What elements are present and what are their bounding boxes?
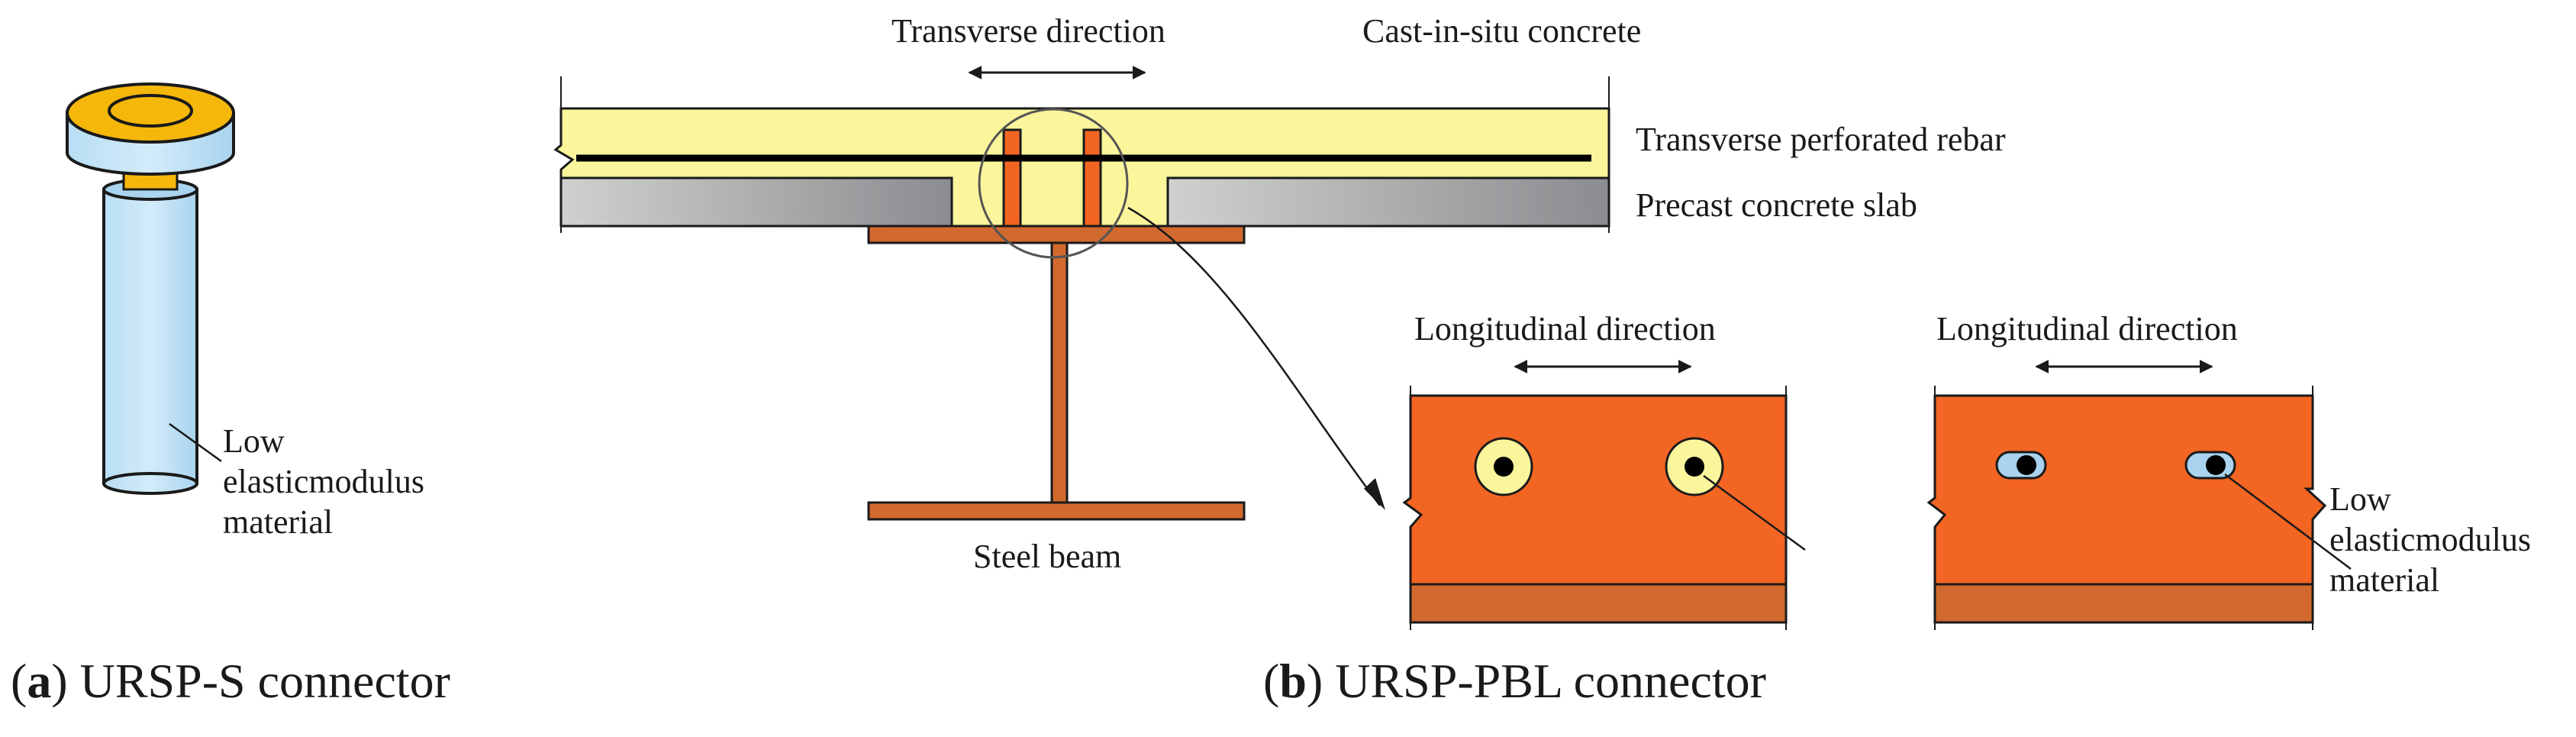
transverse-direction-label: Transverse direction [891,12,1165,50]
pbl-material-line-2: elasticmodulus [2329,520,2531,558]
stud-material-line-3: material [223,503,334,541]
stud-connector [66,82,235,495]
stud-material-label: Low elasticmodulus material [223,422,424,542]
caption-a-letter: a [27,654,52,708]
steel-beam-top-flange [867,225,1246,244]
longitudinal-direction-label-2: Longitudinal direction [1936,310,2238,347]
plate-base-2 [1933,583,2314,624]
pbl-material-line-3: material [2329,561,2440,599]
plate-detail-slotted-holes [1926,360,2352,630]
cast-in-situ-label: Cast-in-situ concrete [1362,12,1642,50]
detail-arrow [1127,206,1381,506]
caption-b-text: URSP-PBL connector [1335,654,1766,708]
plate-base-1 [1409,583,1788,624]
perforated-plate-left [1002,128,1022,228]
stud-material-line-2: elasticmodulus [223,462,424,500]
cross-section [553,66,1610,521]
transverse-rebar-label: Transverse perforated rebar [1636,121,2006,158]
stud-material-line-1: Low [223,422,285,460]
caption-b-letter: b [1279,654,1307,708]
precast-slab-left [559,176,953,228]
caption-a: (a) URSP-S connector [11,654,450,708]
precast-slab-label: Precast concrete slab [1636,186,1917,224]
steel-beam-label: Steel beam [973,538,1122,575]
stud-leader-line [169,422,222,463]
caption-b: (b) URSP-PBL connector [1263,654,1766,708]
plate-detail-round-holes [1402,360,1806,630]
steel-beam-bottom-flange [867,501,1246,521]
detail-circle [978,108,1129,259]
pbl-material-label: Low elasticmodulus material [2329,480,2531,600]
stud-shank [102,188,198,485]
precast-slab-right [1166,176,1610,228]
steel-beam-web [1050,241,1069,504]
longitudinal-direction-label-1: Longitudinal direction [1414,310,1716,347]
caption-a-text: URSP-S connector [79,654,450,708]
pbl-material-line-1: Low [2329,480,2391,518]
stud-bottom [102,472,198,495]
perforated-plate-right [1082,128,1102,228]
